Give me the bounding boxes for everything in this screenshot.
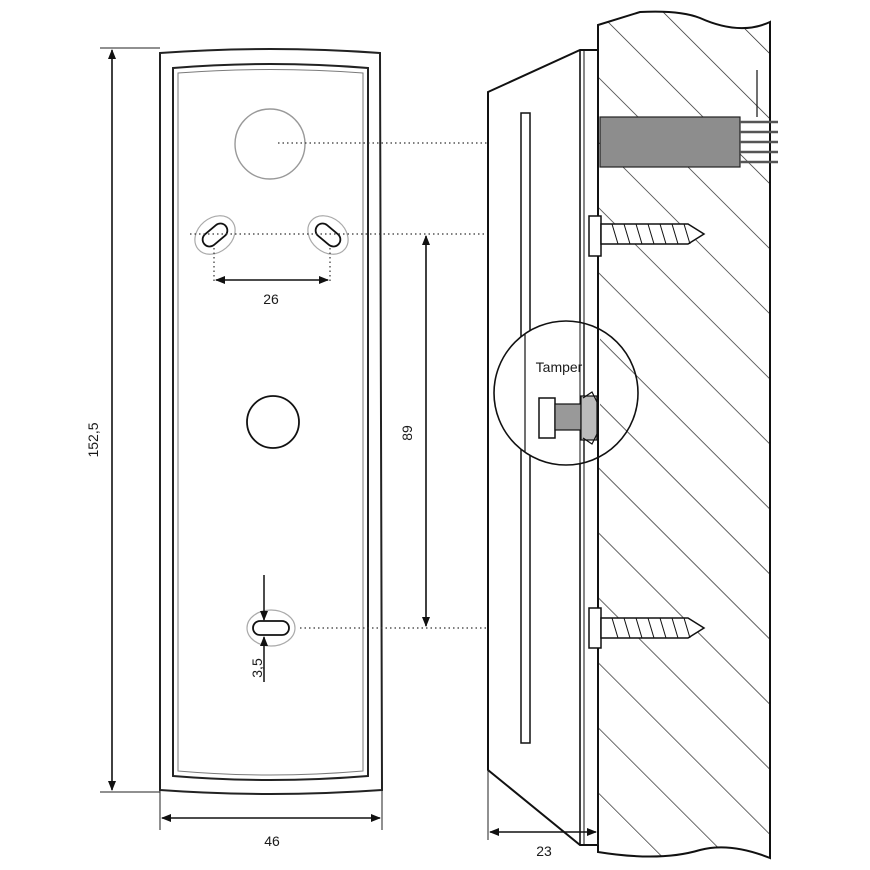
front-inner-panel: [172, 63, 369, 781]
tamper-callout-circle: [493, 320, 639, 466]
cable-wires: [740, 120, 778, 164]
front-outer-shell: [159, 48, 384, 795]
slot-width-label: 3,5: [249, 658, 265, 678]
height-label: 152,5: [85, 422, 101, 457]
alignment-lines: [190, 142, 740, 629]
width-label: 46: [264, 833, 280, 849]
screw-lower: [588, 607, 706, 649]
depth-label: 23: [536, 843, 552, 859]
mounting-slot-bottom: [246, 609, 296, 647]
cable-entry-hole: [246, 395, 300, 449]
front-view: 26 3,5 152,5 46: [85, 47, 384, 849]
vertical-spacing-label: 89: [399, 425, 415, 441]
mounting-slot-left: [194, 215, 236, 255]
hole-spacing-label: 26: [263, 291, 279, 307]
screw-upper: [588, 215, 706, 257]
mounting-slot-right: [307, 215, 349, 255]
tamper-label: Tamper: [536, 359, 583, 375]
wall-hatched: [597, 10, 771, 860]
sensor-window: [234, 108, 306, 180]
cable-conduit: [599, 116, 741, 168]
wall-section: [597, 10, 778, 860]
